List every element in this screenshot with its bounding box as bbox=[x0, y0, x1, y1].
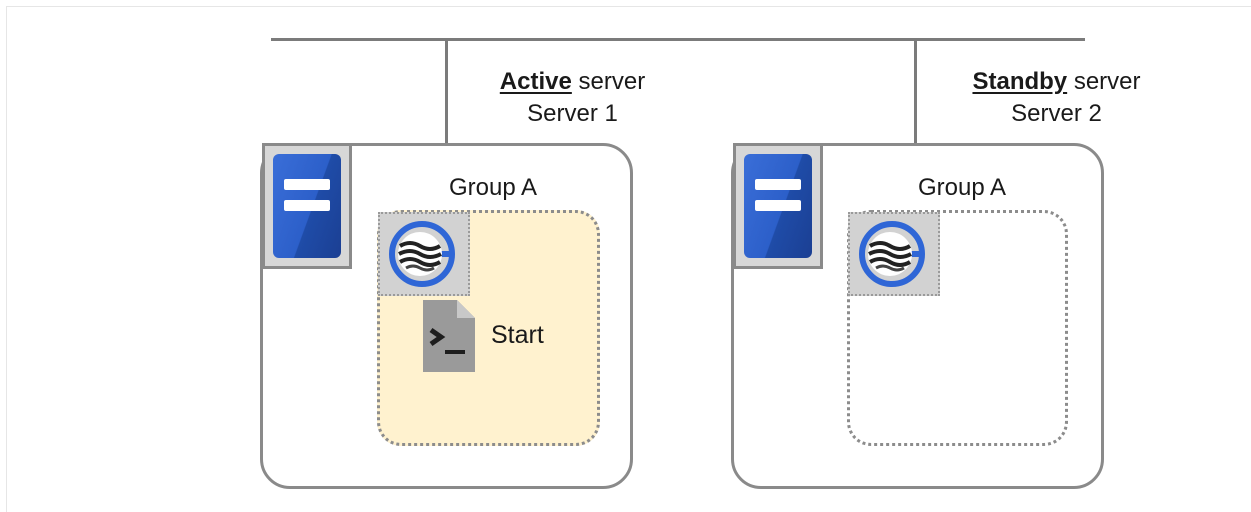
server2-network-drop bbox=[914, 38, 917, 146]
server2-group-box bbox=[847, 210, 1068, 446]
server2-name: Server 2 bbox=[1011, 100, 1102, 127]
diagram-frame bbox=[6, 6, 1251, 512]
server-icon bbox=[273, 154, 341, 258]
server2-group-icon-frame bbox=[848, 212, 940, 296]
server2-icon-frame bbox=[733, 143, 823, 269]
server1-network-drop bbox=[445, 38, 448, 146]
server1-role-label: Active server bbox=[470, 66, 675, 98]
server1-name: Server 1 bbox=[527, 100, 618, 127]
script-icon bbox=[423, 300, 475, 372]
script-resource bbox=[423, 300, 475, 372]
server2-role-suffix: server bbox=[1067, 68, 1141, 95]
server2-role: Standby bbox=[972, 68, 1068, 95]
group-resource-icon bbox=[859, 221, 925, 287]
server2-role-label: Standby server bbox=[944, 66, 1169, 98]
server1-role-suffix: server bbox=[571, 68, 646, 95]
server1-role: Active bbox=[499, 68, 572, 95]
script-start-label: Start bbox=[491, 321, 544, 349]
server1-icon-frame bbox=[262, 143, 352, 269]
group-resource-icon bbox=[389, 221, 455, 287]
network-line bbox=[271, 38, 1085, 41]
server2-group-title: Group A bbox=[918, 174, 1007, 201]
server1-group-icon-frame bbox=[378, 212, 470, 296]
server1-group-title: Group A bbox=[449, 174, 538, 201]
server-icon bbox=[744, 154, 812, 258]
